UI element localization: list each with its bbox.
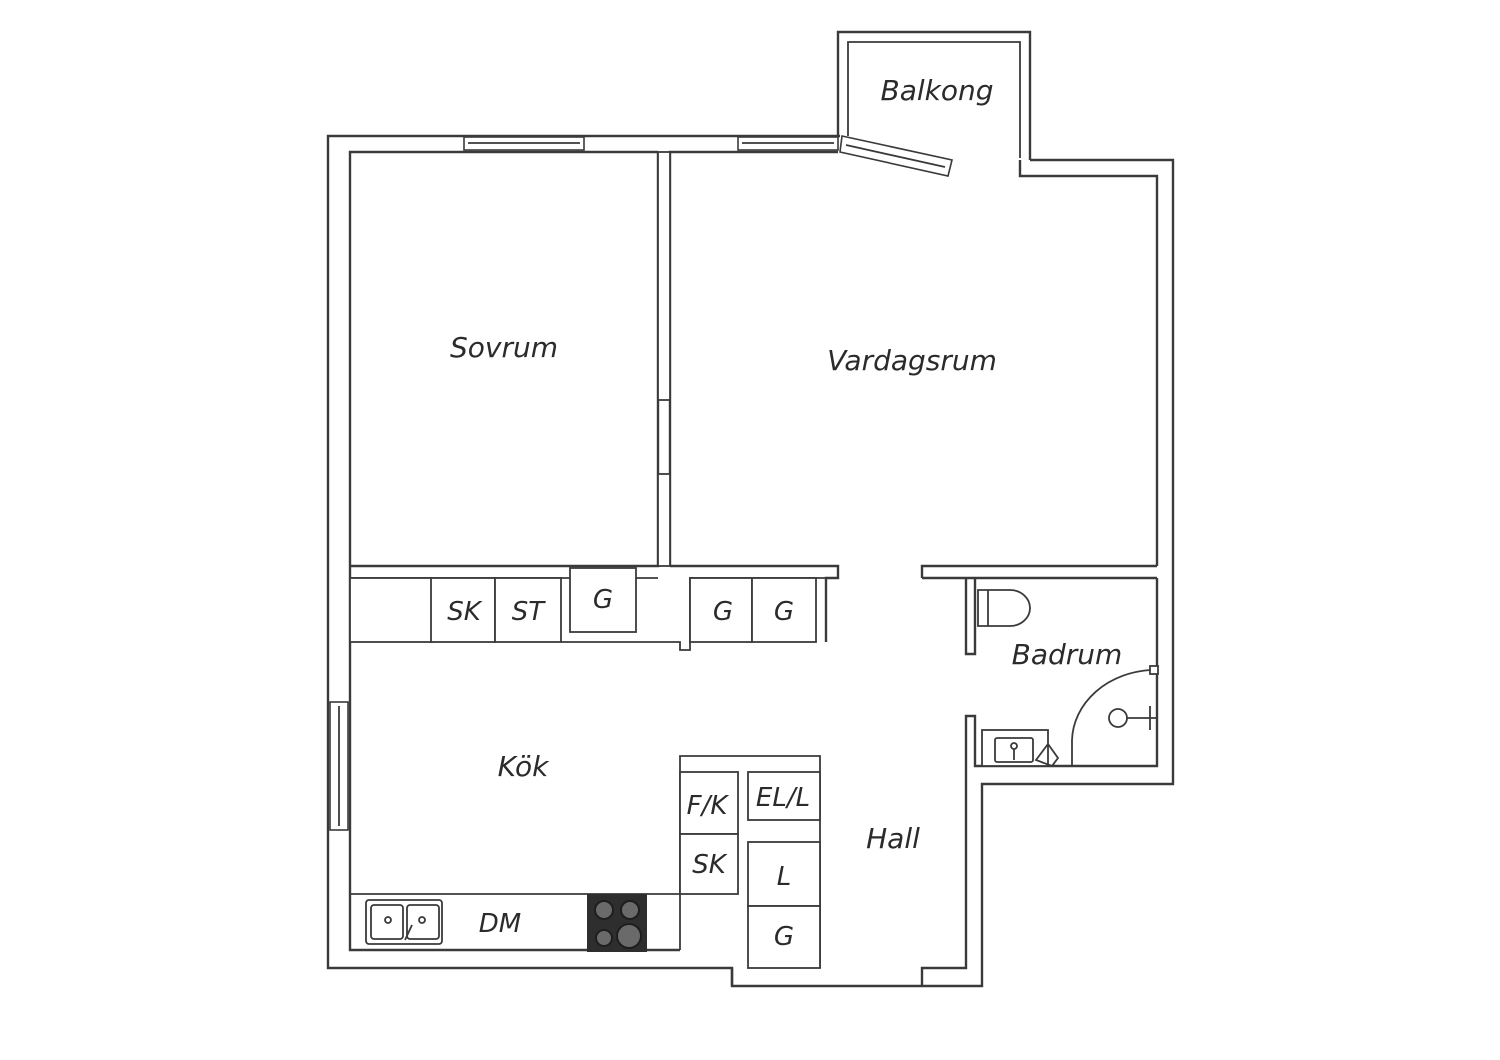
room-labels: Sovrum Vardagsrum Kök Badrum Hall	[450, 331, 1122, 855]
kitchen-label-dm: DM	[479, 909, 521, 939]
closet-label-sk: SK	[447, 597, 483, 627]
kitchen-label-sk: SK	[692, 850, 728, 880]
hall-label-ell: EL/L	[756, 783, 810, 813]
room-label-hall: Hall	[866, 822, 920, 855]
closet-label-g-living-1: G	[713, 597, 733, 627]
hall-label-g: G	[774, 922, 794, 952]
room-label-balcony: Balkong	[880, 74, 993, 107]
closet-label-g-living-2: G	[774, 597, 794, 627]
outer-walls	[326, 134, 1175, 988]
shower-icon	[1071, 669, 1153, 766]
hall-label-l: L	[777, 862, 792, 892]
windows	[329, 135, 953, 831]
room-label-bedroom: Sovrum	[450, 331, 558, 364]
bathroom-fixtures	[977, 589, 1159, 768]
balcony: Balkong	[836, 30, 1032, 160]
kitchen-fixtures: DM F/K SK EL/L L G	[350, 755, 821, 969]
room-label-kitchen: Kök	[498, 750, 550, 783]
closet-row-bedroom: SK ST G G G	[349, 567, 826, 651]
sink-icon	[365, 899, 443, 945]
toilet-icon	[977, 589, 1031, 627]
closet-label-g: G	[593, 585, 613, 615]
kitchen-label-fk: F/K	[687, 791, 730, 821]
room-label-living-room: Vardagsrum	[827, 344, 997, 377]
partition-walls	[350, 151, 1157, 656]
closet-label-st: ST	[512, 597, 547, 627]
room-label-bathroom: Badrum	[1012, 638, 1123, 671]
